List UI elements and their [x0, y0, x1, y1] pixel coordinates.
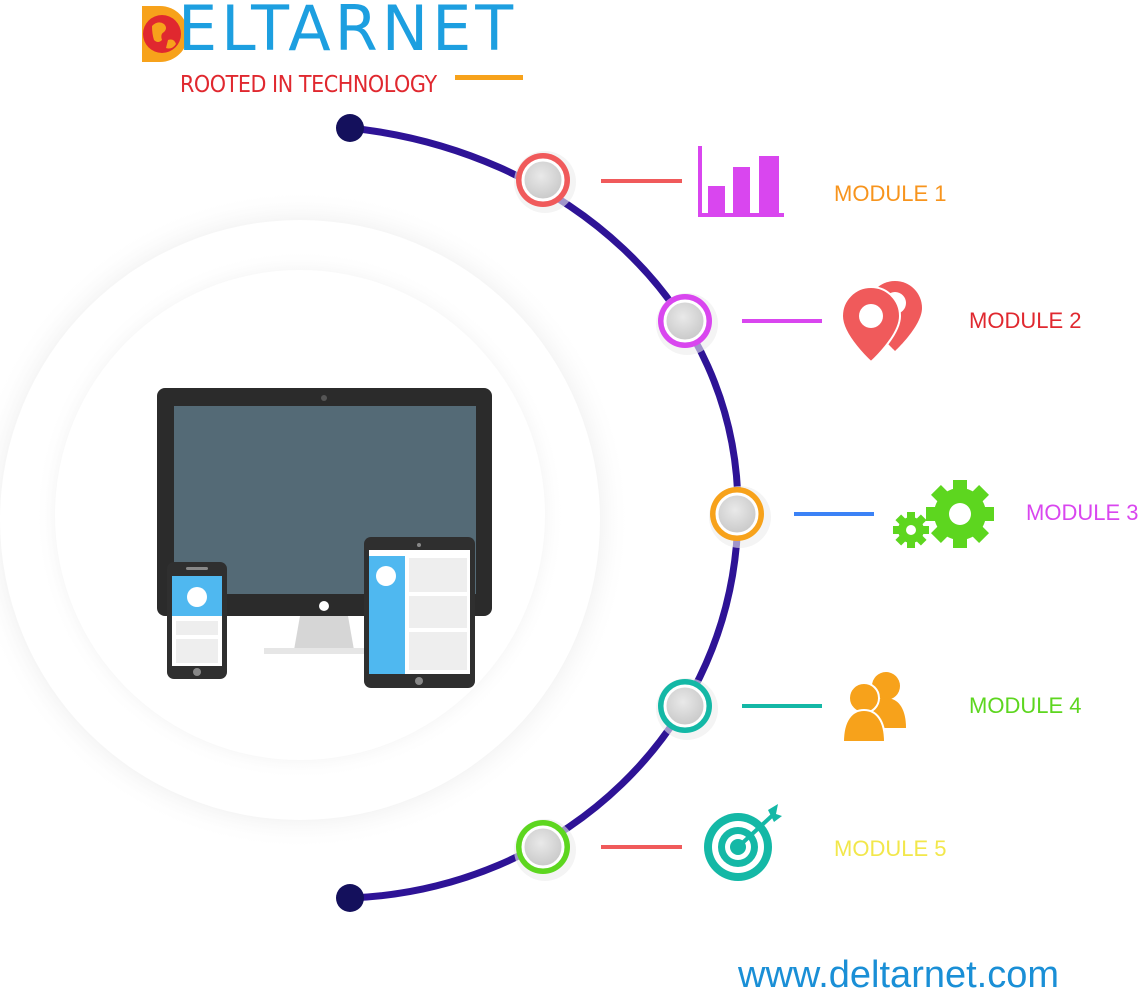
- module-node-4[interactable]: [656, 678, 718, 740]
- logo: [138, 0, 538, 70]
- logo-underline: [455, 75, 523, 80]
- logo-wordmark: ELTARNET: [178, 0, 518, 65]
- globe-d-icon: [142, 6, 188, 62]
- users-icon: [841, 672, 906, 743]
- bar-chart-icon: [698, 146, 784, 217]
- target-icon: [704, 804, 782, 881]
- tagline: ROOTED IN TECHNOLOGY: [180, 72, 437, 98]
- website-link[interactable]: www.deltarnet.com: [738, 954, 1060, 996]
- module-node-2[interactable]: [656, 293, 718, 355]
- phone-illustration: [167, 562, 227, 679]
- module-node-1[interactable]: [514, 151, 576, 213]
- module-3-label: MODULE 3: [1026, 500, 1138, 525]
- gears-icon: [893, 480, 994, 548]
- module-node-3[interactable]: [709, 486, 771, 548]
- arc-start-dot: [336, 114, 364, 142]
- location-pins-icon: [840, 281, 922, 364]
- tablet-illustration: [364, 537, 475, 688]
- module-1-label: MODULE 1: [834, 181, 947, 206]
- module-4-label: MODULE 4: [969, 693, 1082, 718]
- module-node-5[interactable]: [514, 819, 576, 881]
- module-2-label: MODULE 2: [969, 308, 1082, 333]
- arc-end-dot: [336, 884, 364, 912]
- module-5-label: MODULE 5: [834, 836, 947, 861]
